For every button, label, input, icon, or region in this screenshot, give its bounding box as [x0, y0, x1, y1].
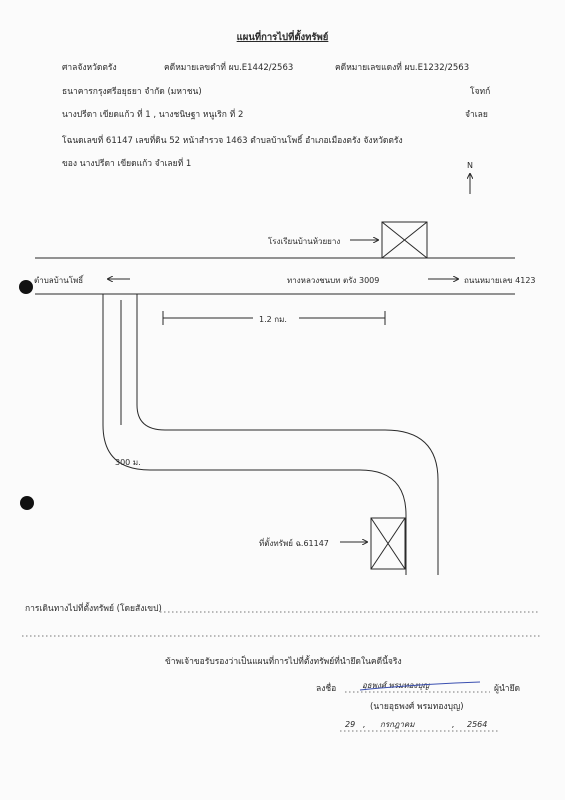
binder-hole-bottom	[20, 496, 34, 510]
page-title: แผนที่การไปที่ตั้งทรัพย์	[236, 32, 329, 43]
deed-details: โฉนดเลขที่ 61147 เลขที่ดิน 52 หน้าสำรวจ …	[62, 136, 403, 146]
plaintiff-role: โจทก์	[470, 87, 491, 97]
route-label: การเดินทางไปที่ตั้งทรัพย์ (โดยสังเขป)	[25, 604, 162, 614]
case-black-number: คดีหมายเลขดำที่ ผบ.E1442/2563	[164, 63, 294, 73]
side-road-left-edge	[102, 294, 407, 575]
court-name: ศาลจังหวัดตรัง	[62, 63, 117, 73]
signer-name: (นายอุธพงศ์ พรมทองบุญ)	[370, 702, 464, 712]
side-road-right-edge	[136, 294, 439, 575]
sign-suffix: ผู้นำยึด	[494, 684, 521, 694]
svg-text:,: ,	[452, 720, 455, 729]
property-marker	[370, 517, 406, 570]
school-marker	[381, 221, 428, 259]
school-label: โรงเรียนบ้านห้วยยาง	[268, 236, 340, 246]
highway-label: ทางหลวงชนบท ตรัง 3009	[287, 276, 379, 285]
plaintiff-name: ธนาคารกรุงศรีอยุธยา จำกัด (มหาชน)	[62, 87, 202, 97]
case-red-number: คดีหมายเลขแดงที่ ผบ.E1232/2563	[335, 63, 470, 73]
date-month: กรกฎาคม	[380, 720, 415, 729]
signature: อุธพงศ์ พรมทองบุญ	[362, 680, 430, 691]
sign-prefix: ลงชื่อ	[316, 684, 337, 694]
right-road-label: ถนนหมายเลข 4123	[464, 276, 536, 285]
north-label: N	[467, 161, 473, 170]
property-label: ที่ตั้งทรัพย์ ฉ.61147	[259, 537, 329, 548]
date-year: 2564	[467, 720, 487, 729]
left-road-label: ตำบลบ้านโพธิ์	[34, 274, 85, 285]
svg-text:,: ,	[363, 720, 366, 729]
binder-hole-top	[19, 280, 33, 294]
owner-line: ของ นางปรีดา เขียดแก้ว จำเลยที่ 1	[62, 159, 192, 169]
distance-label-2: 300 ม.	[115, 458, 141, 467]
distance-label-1: 1.2 กม.	[259, 315, 287, 324]
defendant-names: นางปรีดา เขียดแก้ว ที่ 1 , นางชนิษฐา หนู…	[62, 110, 244, 120]
defendant-role: จำเลย	[465, 110, 488, 120]
certification-text: ข้าพเจ้าขอรับรองว่าเป็นแผนที่การไปที่ตั้…	[165, 657, 402, 667]
date-day: 29	[345, 720, 355, 729]
